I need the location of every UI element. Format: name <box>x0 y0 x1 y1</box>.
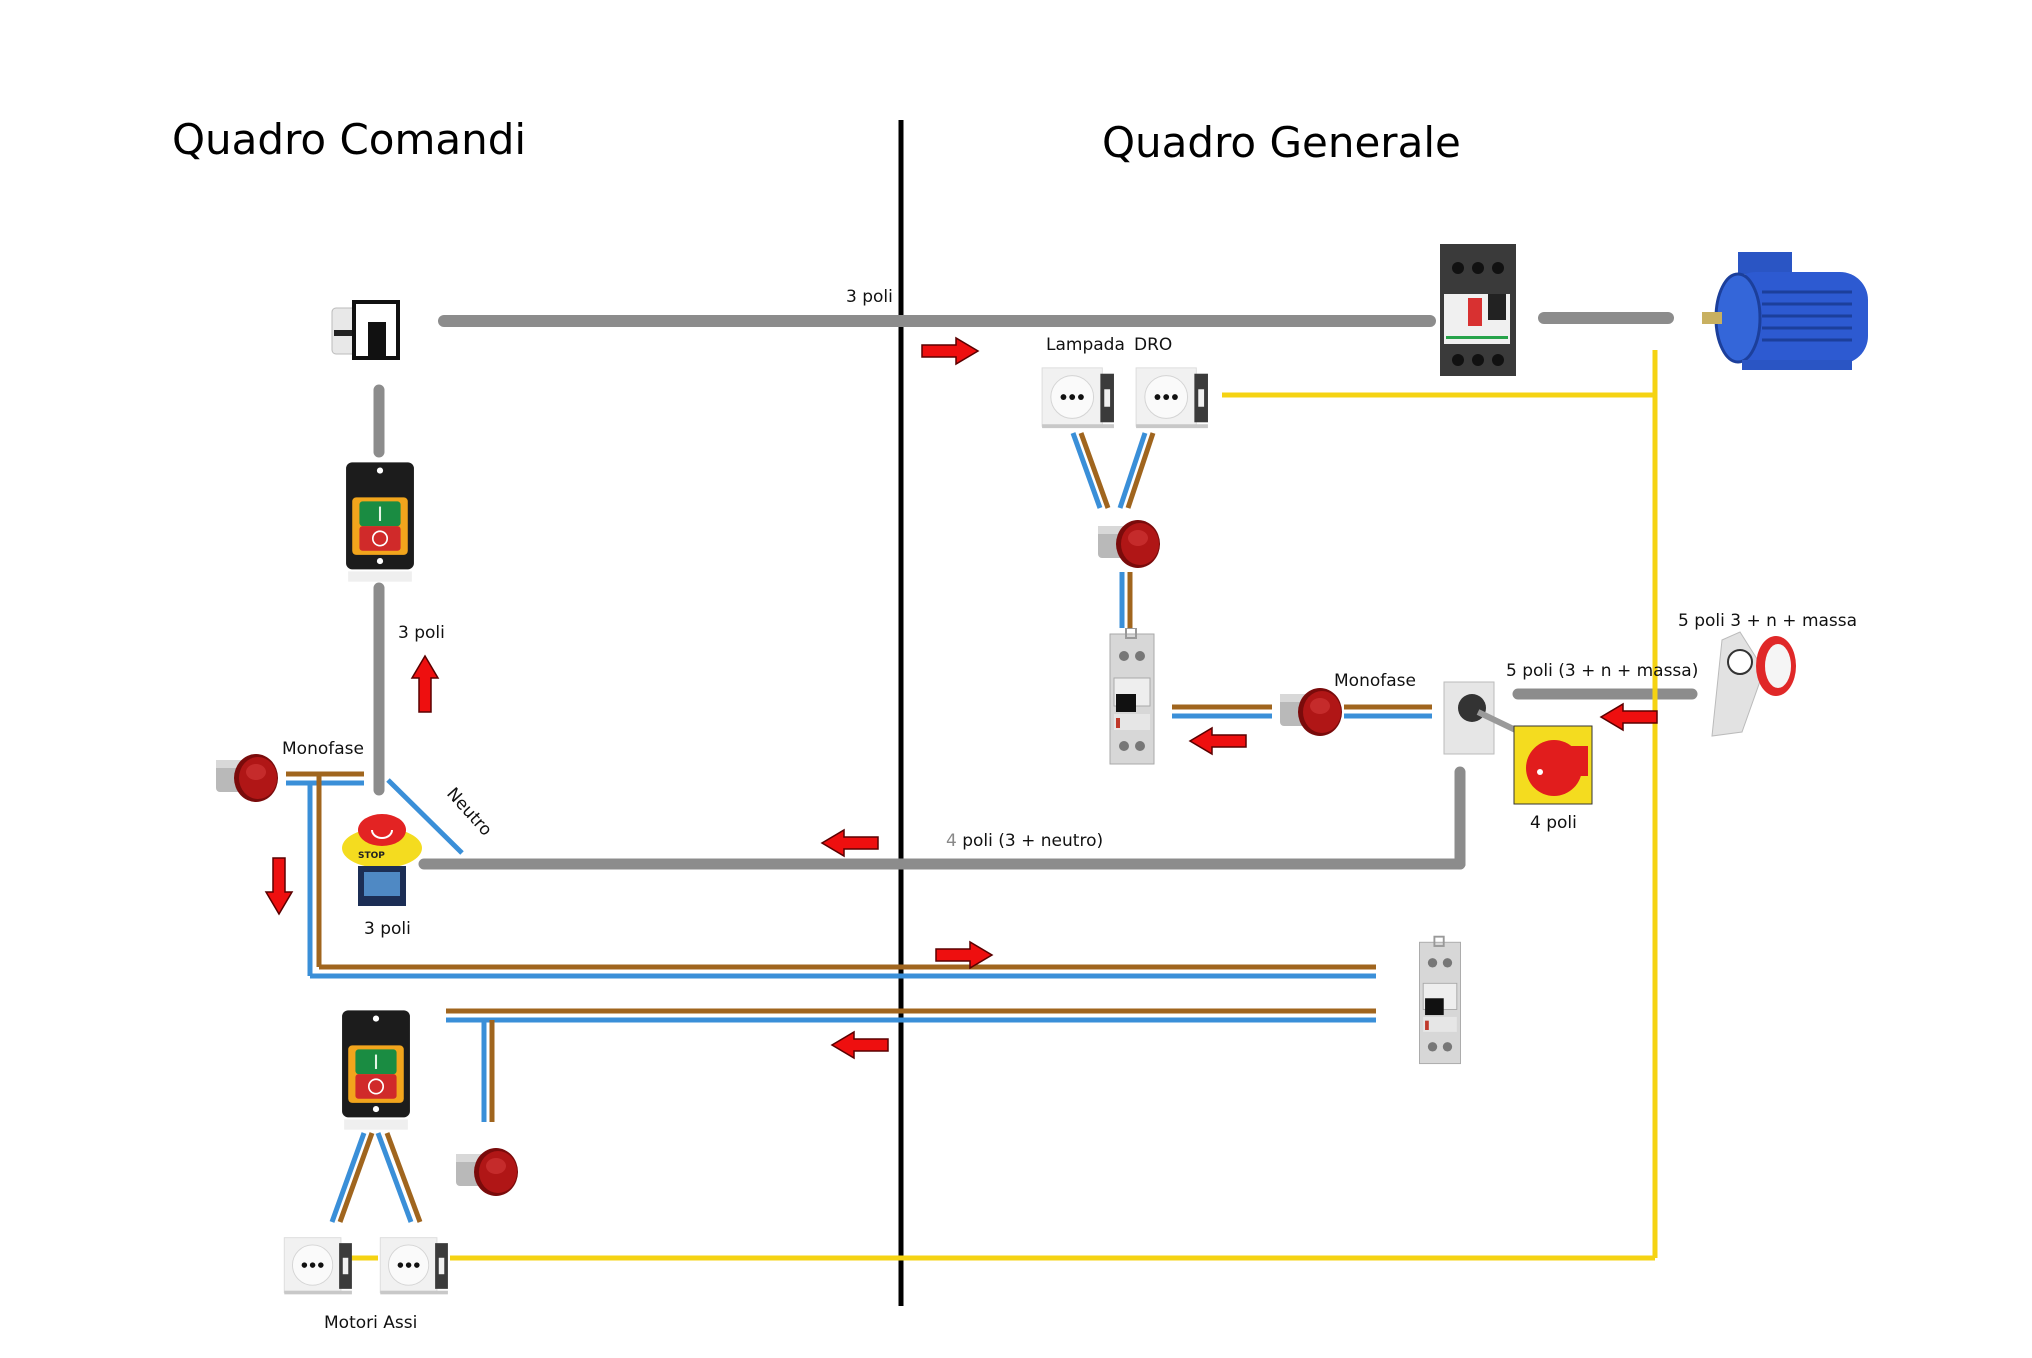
socket-lampada <box>1041 367 1115 429</box>
socket-dro <box>1135 367 1209 429</box>
label-five-poles-cable: 5 poli (3 + n + massa) <box>1506 661 1698 681</box>
earth-wires <box>350 350 1658 1261</box>
left-panel-title: Quadro Comandi <box>172 115 526 164</box>
arrow-left-icon <box>821 829 879 857</box>
label-estop-poles: 3 poli <box>364 919 411 939</box>
arrow-left-icon <box>831 1031 889 1059</box>
label-monofase-right: Monofase <box>1334 671 1416 691</box>
label-dro: DRO <box>1134 335 1172 355</box>
arrow-left-icon <box>1189 727 1247 755</box>
label-monofase-left: Monofase <box>282 739 364 759</box>
three-phase-cables <box>373 312 1698 870</box>
label-four-poles-digit: 4 <box>946 831 957 851</box>
socket-motori-assi-1 <box>283 1237 353 1295</box>
label-four-poles-cable: 4 poli (3 + neutro) <box>946 831 1103 851</box>
label-motori-assi: Motori Assi <box>324 1313 417 1333</box>
breaker-bottom <box>1418 935 1462 1065</box>
emergency-stop: STOP <box>342 814 422 906</box>
arrow-right-icon <box>935 941 993 969</box>
onoff-switch-top <box>345 461 415 583</box>
right-panel-title: Quadro Generale <box>1102 118 1461 167</box>
industrial-socket <box>1711 631 1796 737</box>
pilot-light-bottom <box>456 1148 518 1196</box>
motor-protector <box>1440 244 1516 376</box>
label-three-poles-vertical: 3 poli <box>398 623 445 643</box>
arrow-up-icon <box>411 655 439 713</box>
arrow-down-icon <box>265 857 293 915</box>
arrow-right-icon <box>921 337 979 365</box>
selector-switch <box>331 300 400 360</box>
label-lampada: Lampada <box>1046 335 1125 355</box>
estop-label: STOP <box>358 851 385 861</box>
label-five-poles-socket: 5 poli 3 + n + massa <box>1678 611 1857 631</box>
label-four-poles-rest: poli (3 + neutro) <box>957 831 1103 851</box>
socket-motori-assi-2 <box>379 1237 449 1295</box>
onoff-switch-bottom <box>341 1009 411 1131</box>
label-neutro: Neutro <box>442 784 495 840</box>
arrow-left-icon <box>1600 703 1658 731</box>
label-four-poles-switch: 4 poli <box>1530 813 1577 833</box>
pilot-light-left <box>216 754 278 802</box>
monophase-wires <box>286 432 1432 1223</box>
pilot-light-monofase <box>1280 688 1342 736</box>
main-disconnect-switch <box>1443 681 1593 805</box>
pilot-light-top-right <box>1098 520 1160 568</box>
three-phase-motor <box>1702 252 1868 370</box>
label-top-cable: 3 poli <box>846 287 893 307</box>
breaker-top <box>1109 628 1155 765</box>
